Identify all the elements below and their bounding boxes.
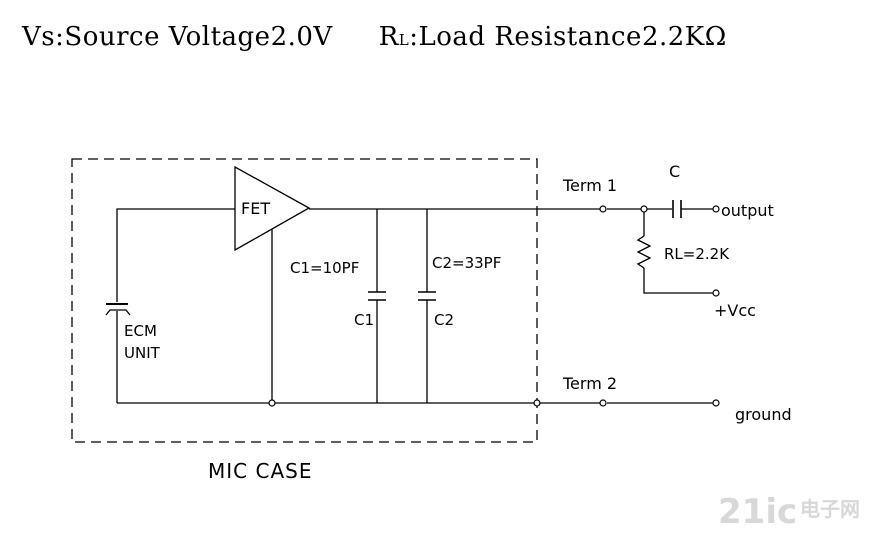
c2-value-label: C2=33PF <box>432 254 501 272</box>
watermark-logo: 21ic <box>718 492 797 532</box>
case-ground-junction <box>533 399 541 407</box>
output-terminal <box>712 205 720 213</box>
fet-label: FET <box>241 199 270 218</box>
header-specs: Vs:Source Voltage2.0V RL:Load Resistance2… <box>22 22 727 52</box>
watermark-cn: 电子网 <box>800 497 860 521</box>
output-label: output <box>721 201 774 220</box>
term1-terminal <box>599 205 607 213</box>
c2-name-label: C2 <box>434 311 454 329</box>
ecm-label-line2: UNIT <box>124 344 161 362</box>
fet-source-junction <box>268 399 276 407</box>
vcc-label: +Vcc <box>714 301 756 320</box>
term2-label: Term 2 <box>562 374 617 393</box>
coupling-cap-label: C <box>669 162 680 181</box>
ground-label: ground <box>735 405 792 424</box>
rl-junction <box>640 205 648 213</box>
wire-ecm-to-fet <box>116 208 235 302</box>
c1-name-label: C1 <box>354 311 374 329</box>
mic-case-outline <box>71 158 538 443</box>
load-resistance-spec: RL:Load Resistance2.2KΩ <box>378 22 727 52</box>
ecm-diaphragm <box>105 309 131 316</box>
c1-value-label: C1=10PF <box>290 259 359 277</box>
term1-label: Term 1 <box>562 176 617 195</box>
term2-terminal <box>599 399 607 407</box>
mic-case-label: MIC CASE <box>208 459 312 483</box>
vcc-terminal <box>712 289 720 297</box>
source-voltage-spec: Vs:Source Voltage2.0V <box>22 22 333 52</box>
rl-value-label: RL=2.2K <box>664 245 730 263</box>
load-resistor <box>636 235 652 269</box>
ecm-label-line1: ECM <box>124 322 157 340</box>
ground-terminal <box>712 399 720 407</box>
